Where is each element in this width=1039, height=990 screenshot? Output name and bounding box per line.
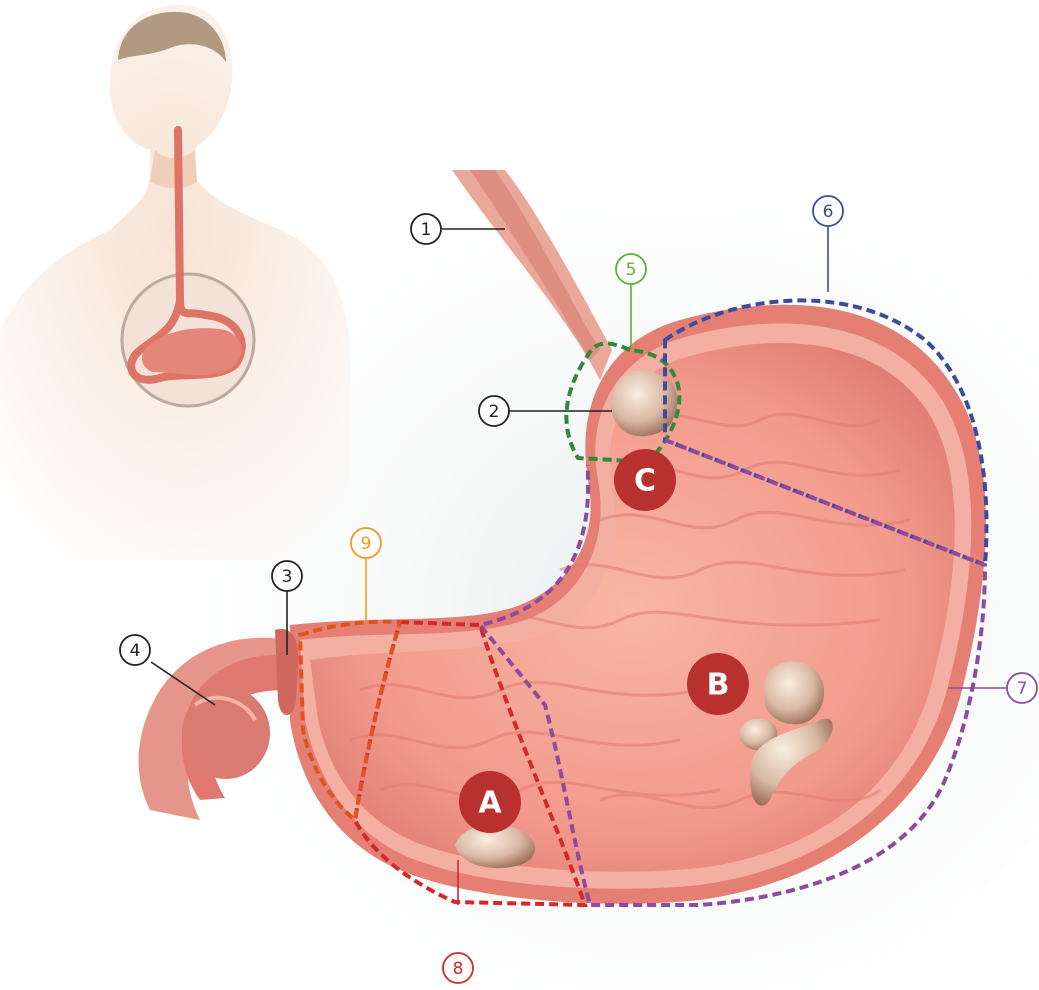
callout-8: 8 [443, 953, 473, 983]
callout-number: 7 [1017, 679, 1028, 699]
region-badge-a: A [459, 771, 521, 833]
badge-letter: A [478, 786, 502, 821]
callout-1: 1 [411, 214, 441, 244]
callout-3: 3 [272, 561, 302, 591]
callout-9: 9 [351, 528, 381, 558]
callout-6: 6 [813, 196, 843, 226]
callout-number: 3 [282, 567, 293, 587]
callout-number: 2 [489, 402, 500, 422]
callout-number: 5 [626, 260, 637, 280]
callout-number: 4 [130, 641, 141, 661]
badge-letter: C [634, 464, 656, 499]
callout-4: 4 [120, 635, 150, 665]
region-badge-b: B [687, 653, 749, 715]
badge-letter: B [707, 668, 730, 703]
human-torso-figure [0, 5, 350, 560]
region-badge-c: C [614, 449, 676, 511]
duodenum-lumen [182, 687, 270, 779]
callout-number: 9 [361, 534, 372, 554]
callout-2: 2 [479, 396, 509, 426]
callout-7: 7 [1007, 673, 1037, 703]
callout-number: 8 [453, 959, 464, 979]
callout-5: 5 [616, 254, 646, 284]
callout-number: 1 [421, 220, 432, 240]
callout-number: 6 [823, 202, 834, 222]
